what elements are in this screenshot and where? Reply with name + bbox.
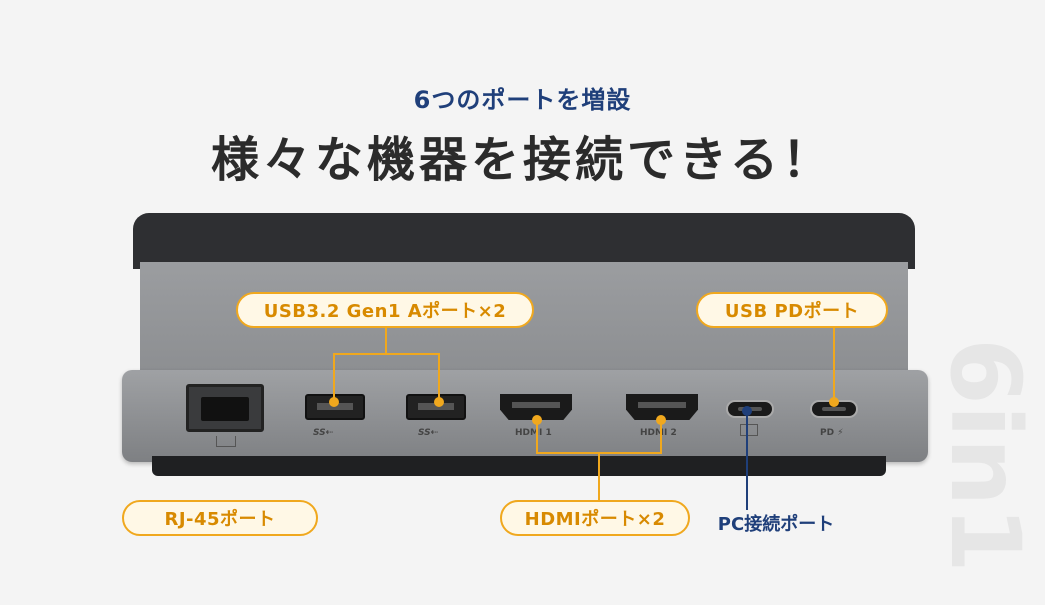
hdmi-dot-1: [532, 415, 542, 425]
laptop-icon: [740, 424, 758, 436]
header-subtitle: 6つのポートを増設: [413, 86, 632, 114]
usb-pd-dot: [829, 397, 839, 407]
usb-a-port-1-label: SS⇠: [313, 428, 334, 438]
header-title: 様々な機器を接続できる！: [210, 132, 835, 188]
side-watermark: 6in1: [929, 337, 1041, 573]
usb-a-port-2-label: SS⇠: [418, 428, 439, 438]
usb-a-dot-1: [329, 397, 339, 407]
usb-a-dot-2: [434, 397, 444, 407]
usb-pd-callout: USB PDポート: [696, 292, 888, 328]
rj45-port: [186, 384, 264, 432]
hdmi-port-2-label: HDMI 2: [640, 428, 677, 438]
pc-port-label: PC接続ポート: [717, 514, 835, 535]
hdmi-dot-2: [656, 415, 666, 425]
hdmi-callout: HDMIポート×2: [500, 500, 690, 536]
device-top: [133, 213, 915, 269]
network-icon: [216, 436, 236, 447]
device-foot: [152, 456, 886, 476]
rj45-callout: RJ-45ポート: [122, 500, 318, 536]
usb-a-callout: USB3.2 Gen1 Aポート×2: [236, 292, 534, 328]
hdmi-port-1-label: HDMI 1: [515, 428, 552, 438]
hdmi-port-1: [500, 394, 572, 420]
usb-c-pd-port-label: PD ⚡: [820, 428, 844, 438]
pc-port-dot: [742, 406, 752, 416]
